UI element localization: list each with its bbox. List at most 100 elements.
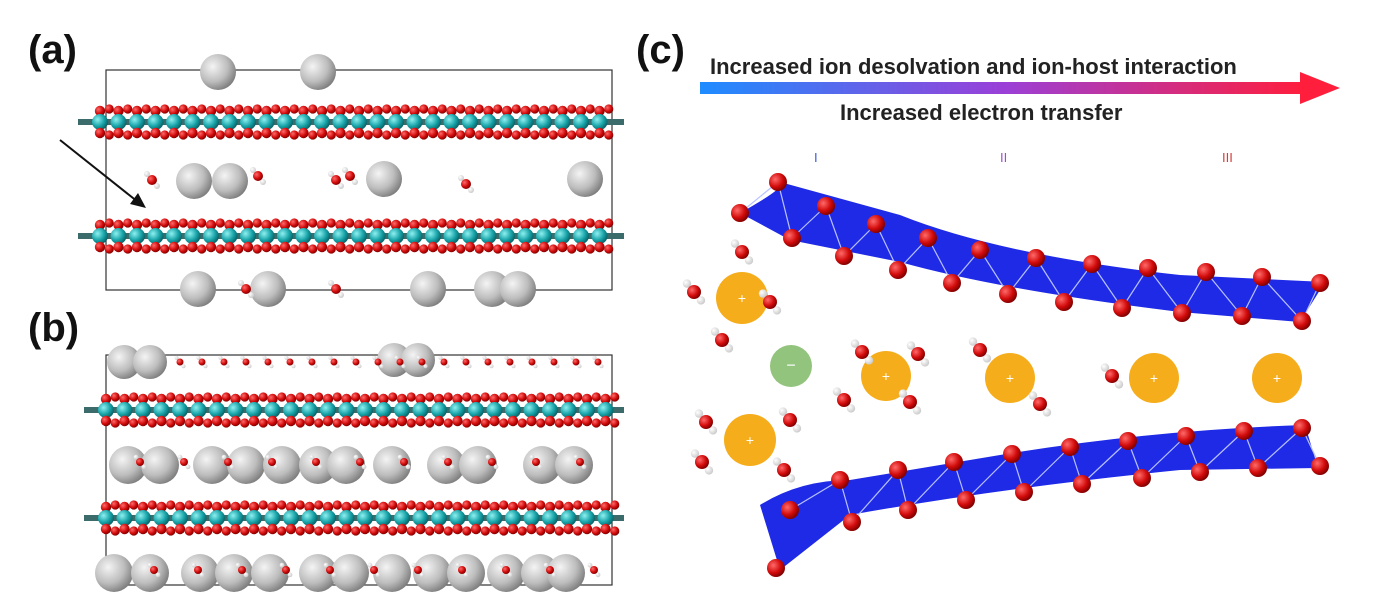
hydrogen-atom [367, 562, 373, 568]
oxygen-atom [261, 127, 272, 139]
oxygen-atom [382, 130, 392, 140]
oxygen-atom [267, 501, 278, 513]
oxygen-atom [166, 500, 176, 510]
oxygen-atom [462, 526, 472, 536]
oxygen-atom [326, 104, 336, 114]
cation-sphere [131, 554, 169, 592]
oxygen-atom [289, 130, 299, 140]
oxygen-atom [433, 393, 445, 405]
oxygen-atom [205, 105, 217, 117]
water-oxygen-atom [356, 458, 364, 466]
oxygen-atom [437, 218, 447, 228]
hydrogen-atom [493, 464, 499, 470]
metal-atom [560, 510, 577, 526]
oxygen-atom [604, 104, 614, 114]
oxygen-atom [258, 526, 268, 536]
oxygen-atom [446, 105, 457, 117]
oxygen-atom [178, 244, 188, 254]
oxygen-atom [131, 219, 143, 231]
oxygen-atom [295, 392, 305, 402]
cation-sphere [401, 343, 435, 377]
oxygen-atom [326, 130, 336, 140]
hydrogen-atom [573, 454, 579, 460]
panel-label-b: (b) [28, 306, 80, 350]
metal-atom [554, 114, 571, 130]
metal-atom [431, 510, 447, 526]
oxygen-atom [517, 500, 527, 510]
oxygen-atom [261, 105, 272, 117]
slab-oxygen-atom [1113, 299, 1131, 317]
oxygen-atom [591, 418, 601, 428]
cation-sphere [331, 554, 369, 592]
panel-a-structure [59, 54, 624, 307]
hydrogen-atom [438, 355, 443, 360]
oxygen-atom [205, 127, 217, 139]
oxygen-atom [104, 244, 114, 254]
hydrogen-atom [291, 364, 296, 369]
metal-atom [449, 510, 466, 526]
oxygen-atom [289, 244, 299, 254]
hydrogen-atom [141, 464, 147, 470]
oxygen-atom [316, 241, 328, 253]
oxygen-atom [548, 218, 558, 228]
oxygen-atom [150, 127, 161, 139]
oxygen-atom [240, 500, 250, 510]
hydrogen-atom [243, 572, 249, 578]
oxygen-atom [520, 219, 531, 231]
oxygen-atom [378, 523, 389, 535]
oxygen-atom [141, 244, 151, 254]
hydrogen-atom [485, 454, 491, 460]
oxygen-atom [240, 418, 250, 428]
oxygen-atom [456, 244, 466, 254]
oxygen-atom [536, 526, 546, 536]
hydrogen-atom [832, 387, 842, 396]
water-oxygen-atom [180, 458, 188, 466]
oxygen-atom [137, 501, 149, 513]
oxygen-atom [493, 130, 503, 140]
oxygen-atom [100, 501, 112, 513]
cation-sphere [200, 54, 236, 90]
oxygen-atom [295, 526, 305, 536]
slab-oxygen-atom [1311, 274, 1329, 292]
hydrogen-atom [850, 339, 860, 348]
metal-atom [209, 510, 225, 526]
oxygen-atom [462, 392, 472, 402]
cation-charge-symbol: + [882, 368, 890, 384]
oxygen-atom [211, 393, 223, 405]
oxygen-atom [279, 127, 291, 139]
oxygen-atom [396, 523, 408, 535]
panel-label-a: (a) [28, 28, 77, 72]
slab-oxygen-atom [835, 247, 853, 265]
metal-atom [203, 228, 219, 244]
oxygen-atom [573, 392, 583, 402]
water-oxygen-atom [136, 458, 144, 466]
slab-oxygen-atom [1293, 312, 1311, 330]
oxygen-atom [240, 526, 250, 536]
oxygen-atom [409, 219, 420, 231]
hydrogen-atom [511, 364, 516, 369]
oxygen-atom [285, 523, 297, 535]
cation-sphere [250, 271, 286, 307]
oxygen-atom [581, 415, 593, 427]
oxygen-atom [493, 218, 503, 228]
oxygen-atom [425, 418, 435, 428]
oxygen-atom [507, 415, 519, 427]
oxygen-atom [211, 523, 223, 535]
hydrogen-atom [221, 454, 227, 460]
oxygen-atom [419, 130, 429, 140]
water-oxygen-atom [331, 175, 341, 185]
slab-bond [1023, 446, 1071, 493]
hydrogen-atom [279, 562, 285, 568]
cation-sphere [373, 554, 411, 592]
oxygen-atom [267, 415, 278, 427]
oxygen-atom [184, 418, 194, 428]
oxygen-atom [298, 105, 309, 117]
cation-sphere [95, 554, 133, 592]
metal-atom [240, 228, 256, 244]
oxygen-atom [279, 219, 291, 231]
water-oxygen-atom [837, 393, 851, 407]
water-oxygen-atom [458, 566, 466, 574]
oxygen-atom [563, 415, 574, 427]
oxygen-atom [322, 393, 334, 405]
oxygen-atom [197, 218, 207, 228]
